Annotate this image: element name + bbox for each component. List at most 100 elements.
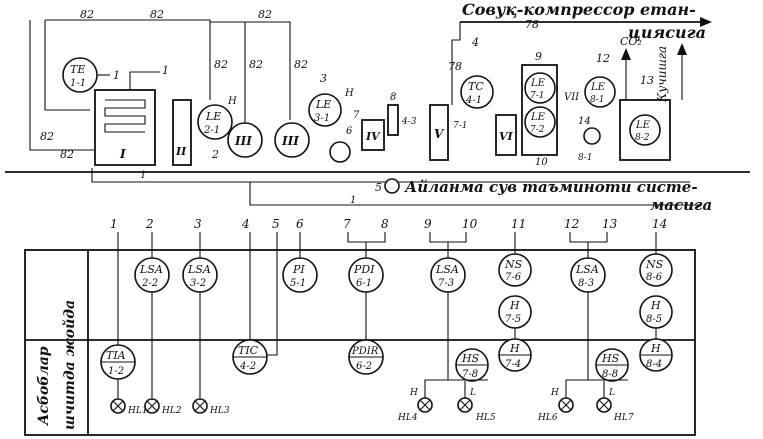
label-VI: VI: [499, 130, 514, 143]
num-10: 10: [535, 157, 548, 168]
num: 7-6: [505, 272, 522, 283]
column-number: 7: [343, 217, 351, 231]
tic-4-2: TIC 4-2: [232, 232, 278, 375]
column-number: 9: [424, 217, 432, 231]
tag: H: [509, 342, 520, 355]
num: 7-5: [505, 314, 521, 325]
return-line-2: [249, 182, 700, 206]
le-tag: LE: [590, 82, 606, 93]
num-3: 3: [320, 72, 327, 85]
code-82: 82: [249, 58, 263, 71]
code-82: 82: [150, 8, 164, 21]
side-label-top: Асбоблар: [36, 346, 52, 426]
vertical-label: Кучишга: [655, 46, 669, 103]
lamp-cross: [146, 400, 158, 412]
lead-1: [129, 71, 160, 90]
label-III: III: [234, 134, 252, 148]
apparatus-I: [94, 89, 156, 166]
le-tag: LE: [530, 78, 546, 89]
num: 4-2: [239, 361, 256, 372]
code-1: 1: [162, 64, 169, 77]
tag: LSA: [435, 263, 459, 276]
lamp-h: H: [409, 388, 418, 398]
tc-num: 4-1: [465, 95, 482, 106]
apparatus-II: [172, 99, 192, 166]
num-14: 14: [578, 116, 591, 127]
column-number: 8: [381, 217, 389, 231]
lamp-l: L: [608, 388, 615, 398]
num: 7-3: [438, 278, 454, 289]
line-82-left: [29, 20, 95, 151]
column-number: 3: [194, 217, 202, 231]
arrow-compressor: [700, 17, 712, 27]
num: 6-1: [356, 278, 372, 289]
label-III: III: [281, 134, 299, 148]
tag: PDI: [353, 263, 375, 276]
ns-8-6: NS 8-6 H 8-5: [639, 232, 673, 329]
co2-label: CO₂: [620, 35, 642, 48]
num-8: 8: [390, 92, 396, 103]
num: 1-2: [108, 366, 124, 377]
instrument-le-8-1: [584, 76, 616, 108]
le-tag: LE: [635, 120, 651, 131]
lead: [429, 232, 467, 243]
label-II: II: [175, 145, 187, 158]
num-7: 7: [353, 110, 360, 121]
num: 8-3: [578, 278, 594, 289]
tag: TIC: [238, 344, 259, 357]
lamp-cross: [598, 399, 610, 411]
instrument-tc-4-1: [460, 75, 494, 109]
label-IV: IV: [365, 130, 381, 143]
lamp-label: HL1: [127, 406, 148, 416]
pi-5-1: PI 5-1: [282, 232, 318, 293]
code-82: 82: [40, 130, 54, 143]
column-number: 5: [272, 217, 280, 231]
hs-8-8: HS 8-8 H 8-4: [565, 328, 673, 398]
h-mark: H: [344, 88, 354, 99]
num: 6-2: [356, 361, 372, 372]
tag: LSA: [187, 263, 211, 276]
le-num: 2-1: [203, 125, 220, 136]
lamp-label: HL3: [209, 406, 230, 416]
column-number: 12: [564, 217, 579, 231]
side-label-bottom: шчитда жойда: [61, 300, 78, 430]
coil: [104, 99, 146, 133]
pdir-6-2: PDIR 6-2: [348, 339, 384, 375]
lamp-label: HL6: [537, 413, 558, 423]
column-number: 6: [296, 217, 304, 231]
instrument-ns-7-6: [498, 253, 532, 287]
code-78: 78: [448, 60, 462, 73]
code-82: 82: [60, 148, 74, 161]
kuchish-arrow: [677, 43, 687, 55]
le-num: 3-1: [314, 113, 330, 124]
code-78: 78: [525, 18, 539, 31]
num: 8-6: [646, 272, 663, 283]
lead: [267, 232, 278, 356]
pdi-6-1: PDI 6-1: [347, 232, 386, 345]
num-5: 5: [375, 181, 382, 194]
instrument-le-2-1: [197, 104, 233, 140]
signal-lamps: [110, 397, 612, 414]
le-tag: LE: [530, 112, 546, 123]
lead: [565, 379, 628, 398]
lamp-label: HL4: [397, 413, 418, 423]
ns-7-6: NS 7-6 H 7-5: [498, 232, 532, 329]
num-4: 4: [471, 36, 479, 49]
label-I: I: [119, 147, 126, 161]
le-num: 8-1: [590, 95, 605, 105]
tag: H: [650, 299, 661, 312]
lamp-cross: [560, 399, 572, 411]
line-78: [451, 22, 461, 105]
column-number: 1: [110, 217, 118, 231]
tag: H: [650, 342, 661, 355]
tag-8-1: 8-1: [578, 153, 593, 163]
headline-top: Совуқ-компрессор етан-: [462, 0, 696, 19]
tag: NS: [645, 258, 664, 271]
code-82: 82: [80, 8, 94, 21]
water-label: Айланма сув таъминоти систе-: [404, 178, 698, 196]
code-1: 1: [140, 170, 146, 181]
apparatus-V: [429, 104, 449, 161]
